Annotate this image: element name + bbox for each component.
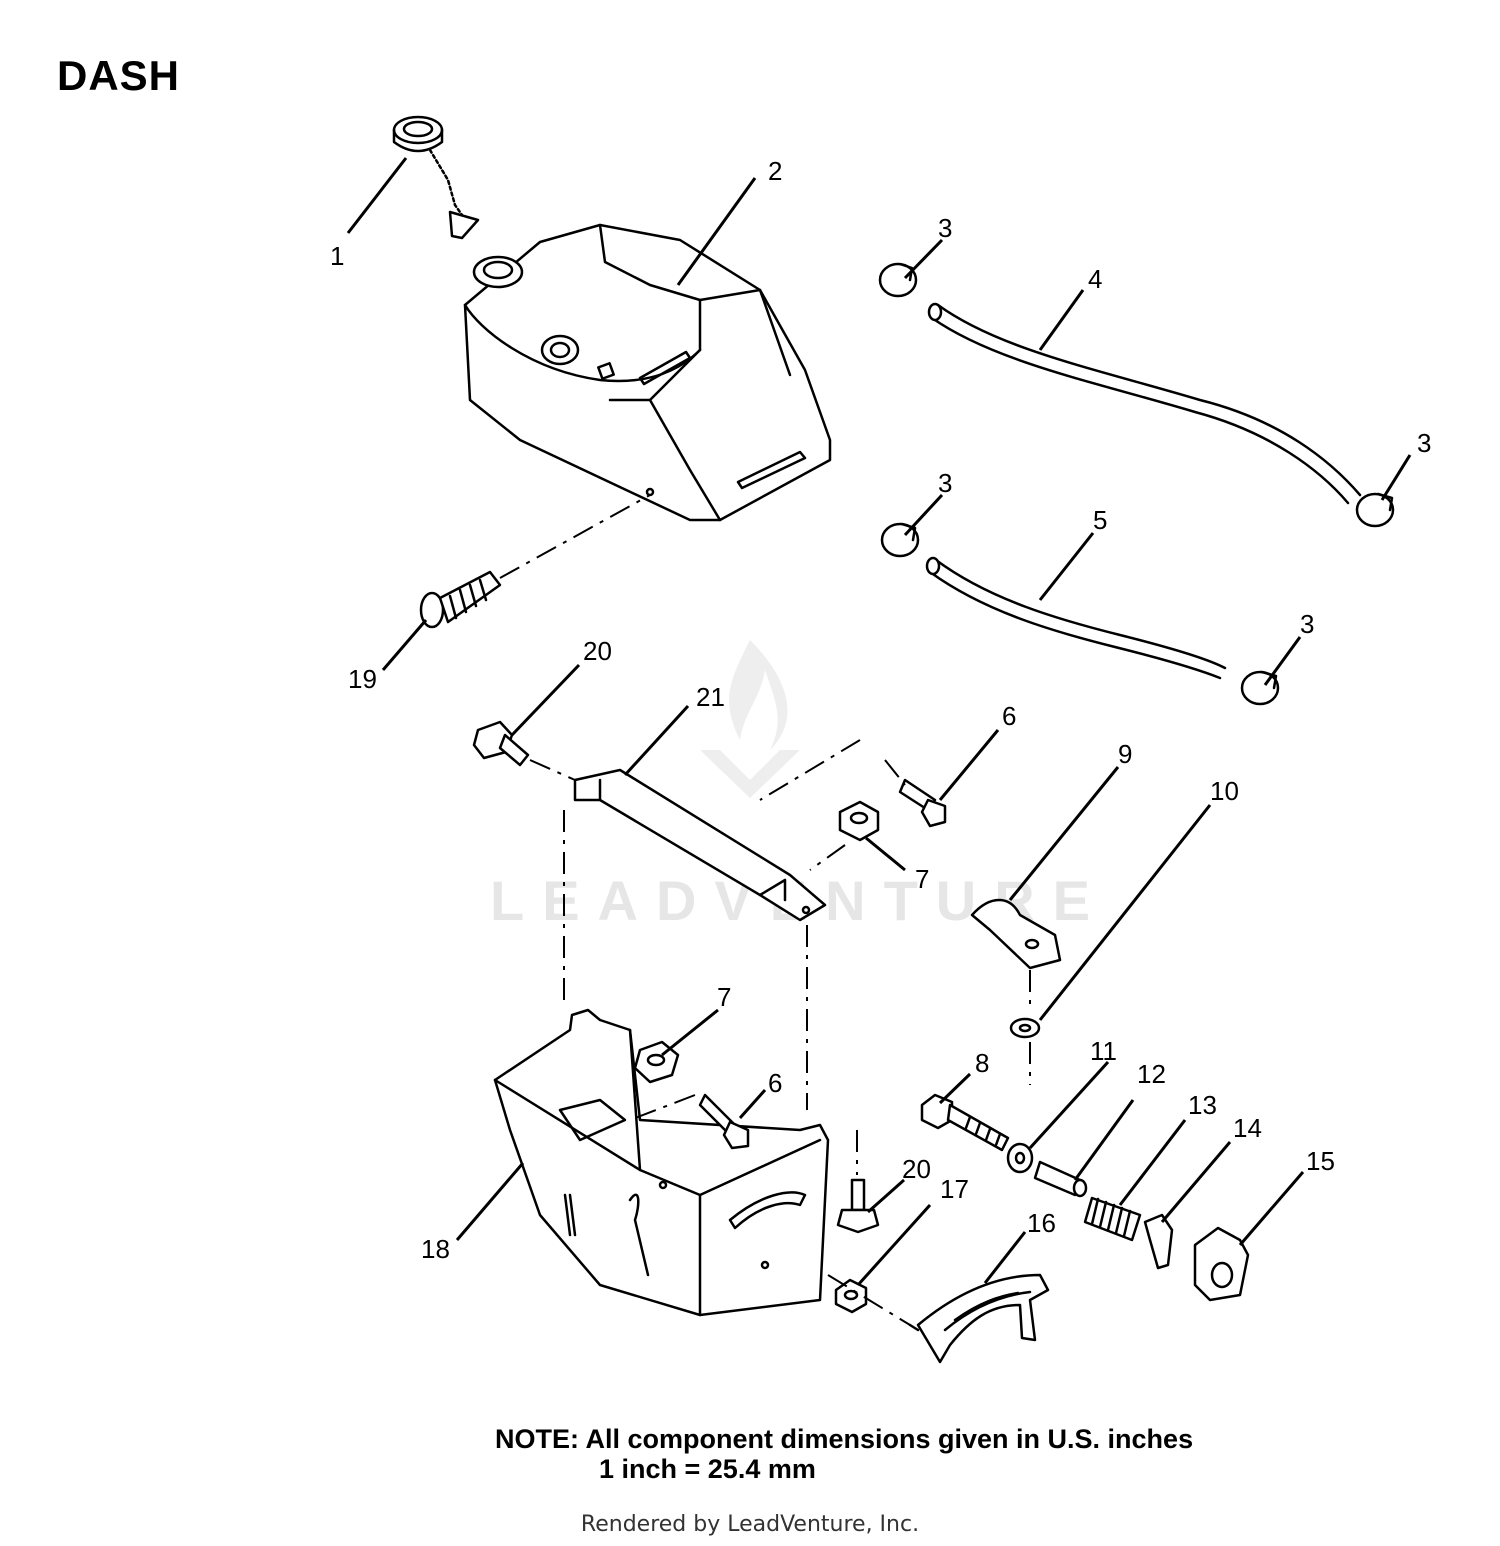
callout-9: 9 xyxy=(1118,739,1132,769)
callout-3b: 3 xyxy=(1417,428,1431,458)
callout-6-lower: 6 xyxy=(768,1068,782,1098)
callout-3a: 3 xyxy=(938,213,952,243)
note-line-2: 1 inch = 25.4 mm xyxy=(599,1454,816,1484)
callout-16: 16 xyxy=(1027,1208,1056,1238)
callout-19: 19 xyxy=(348,664,377,694)
part-9-clip xyxy=(970,898,1062,970)
part-13-spring xyxy=(1083,1196,1142,1242)
part-14-clip xyxy=(1143,1213,1174,1270)
part-1-fuel-cap xyxy=(392,115,480,240)
part-8-bolt xyxy=(920,1093,1010,1152)
callout-3d: 3 xyxy=(1300,609,1314,639)
note-line-1: NOTE: All component dimensions given in … xyxy=(495,1424,1194,1454)
part-16-quadrant-plate xyxy=(908,1273,1050,1364)
part-19-push-rivet xyxy=(419,570,502,629)
callout-2: 2 xyxy=(768,156,782,186)
callout-8: 8 xyxy=(975,1048,989,1078)
part-11-washer xyxy=(1006,1142,1034,1174)
dimension-note: NOTE: All component dimensions given in … xyxy=(495,1424,1193,1484)
callout-7-upper: 7 xyxy=(915,864,929,894)
part-18-dash-panel xyxy=(493,1008,830,1317)
callout-14: 14 xyxy=(1233,1113,1262,1143)
callout-10: 10 xyxy=(1210,776,1239,806)
part-21-bracket xyxy=(573,768,827,922)
part-20-bolt-lower xyxy=(836,1178,880,1234)
watermark-logo xyxy=(700,640,800,798)
callout-5: 5 xyxy=(1093,505,1107,535)
part-10-washer xyxy=(1009,1017,1041,1039)
callout-6-upper: 6 xyxy=(1002,701,1016,731)
callout-4: 4 xyxy=(1088,264,1102,294)
leader-lines xyxy=(346,157,1412,1287)
callout-17: 17 xyxy=(940,1174,969,1204)
callout-18: 18 xyxy=(421,1234,450,1264)
callout-21: 21 xyxy=(696,682,725,712)
callout-7-lower: 7 xyxy=(717,982,731,1012)
callout-12: 12 xyxy=(1137,1059,1166,1089)
part-20-bolt-upper xyxy=(472,720,530,767)
callout-11: 11 xyxy=(1090,1036,1117,1066)
callout-15: 15 xyxy=(1306,1146,1335,1176)
part-3-hose-clamp-a xyxy=(878,262,918,298)
part-5-fuel-hose xyxy=(925,556,1227,680)
callout-numbers: 1 2 3 3 3 3 4 5 19 20 21 6 9 10 7 7 6 8 … xyxy=(330,156,1431,1264)
callout-3c: 3 xyxy=(938,468,952,498)
part-12-spacer xyxy=(1033,1160,1088,1198)
callout-1: 1 xyxy=(330,241,344,271)
part-7-nut-upper xyxy=(838,800,880,842)
part-17-nut xyxy=(834,1278,868,1314)
part-15-knob-bracket xyxy=(1193,1226,1250,1302)
part-3-hose-clamp-b xyxy=(1355,492,1395,528)
callout-20-lower: 20 xyxy=(902,1154,931,1184)
diagram-title: DASH xyxy=(57,52,181,99)
part-6-screw-upper xyxy=(898,778,947,828)
part-6-screw-lower xyxy=(698,1093,750,1150)
part-4-fuel-hose xyxy=(927,302,1362,505)
callout-13: 13 xyxy=(1188,1090,1217,1120)
part-2-dash-housing xyxy=(463,223,832,522)
callout-20-upper: 20 xyxy=(583,636,612,666)
render-credit: Rendered by LeadVenture, Inc. xyxy=(580,1512,920,1537)
